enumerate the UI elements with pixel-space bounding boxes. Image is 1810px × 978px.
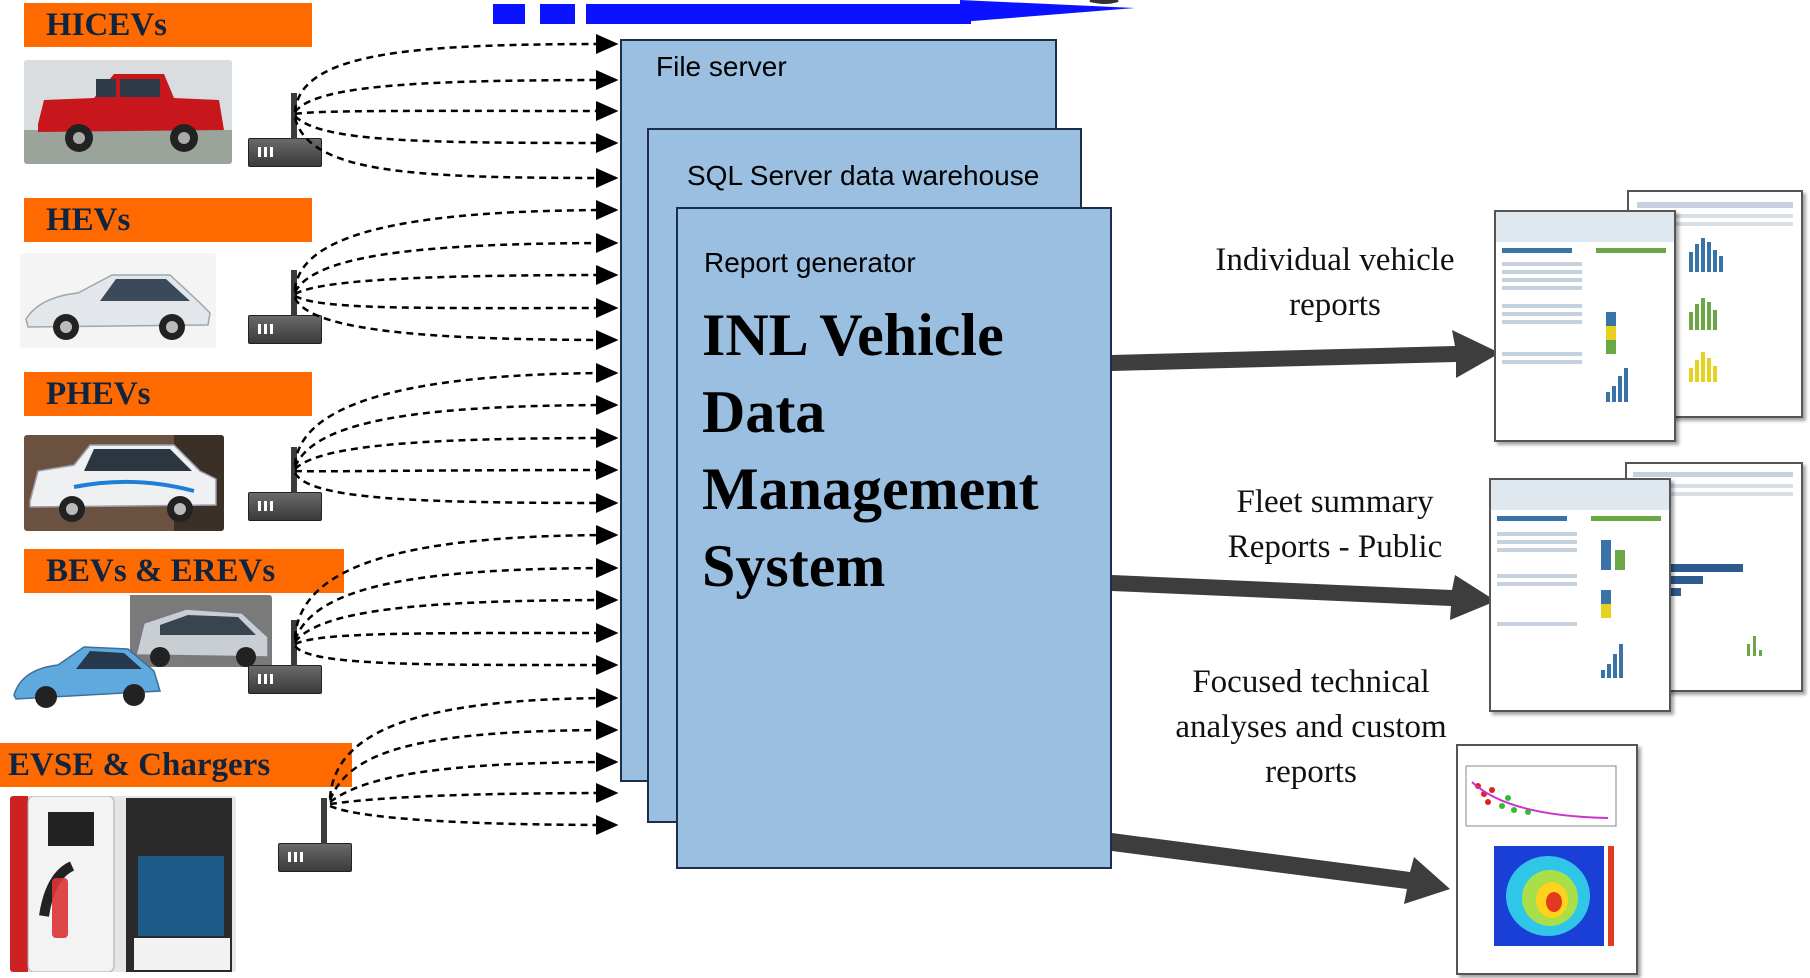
category-label-hevs: HEVs [24, 198, 312, 242]
report-thumbnail [1494, 210, 1676, 442]
report-generator-layer: Report generator INL Vehicle Data Manage… [676, 207, 1112, 869]
report-generator-label: Report generator [704, 247, 916, 278]
output-label-individual: Individual vehicle reports [1215, 242, 1455, 323]
output-label-technical: Focused technical analyses and custom re… [1175, 664, 1447, 790]
category-label-hicevs: HICEVs [24, 3, 312, 47]
system-title: INL Vehicle Data Management System [702, 302, 1039, 599]
report-thumbnail [1489, 478, 1671, 712]
telemetry-modem-icon [248, 620, 322, 694]
category-label-phevs: PHEVs [24, 372, 312, 416]
report-thumbnail [1456, 744, 1638, 975]
category-label-evse-chargers: EVSE & Chargers [0, 743, 352, 787]
telemetry-modem-icon [248, 447, 322, 521]
category-label-bevs-erevs: BEVs & EREVs [24, 549, 344, 593]
hybrid-car-photo [20, 253, 216, 348]
sql-warehouse-label: SQL Server data warehouse [687, 160, 1040, 191]
telemetry-modem-icon [248, 93, 322, 167]
pickup-truck-photo [24, 60, 232, 164]
suv-photo [24, 435, 224, 531]
electric-cars-photo [10, 595, 272, 711]
telemetry-modem-icon [278, 798, 352, 872]
output-label-fleet: Fleet summary Reports - Public [1227, 484, 1443, 565]
telemetry-modem-icon [248, 270, 322, 344]
file-server-label: File server [656, 51, 787, 82]
flow-arrow [493, 0, 1135, 24]
charging-station-photo [10, 796, 236, 972]
